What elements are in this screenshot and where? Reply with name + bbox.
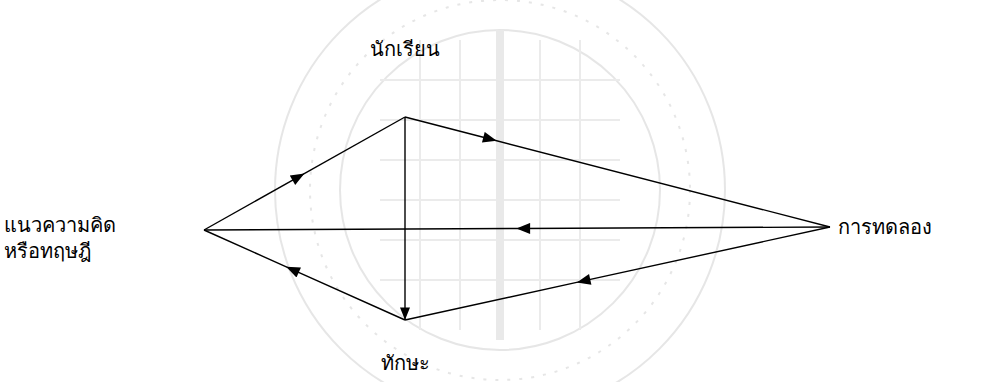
vertex-label: การทดลอง — [838, 214, 932, 240]
vertex-text: การทดลอง — [838, 214, 932, 240]
arrow-connector — [204, 117, 405, 230]
vertex-label: แนวความคิด หรือทฤษฎี — [4, 212, 154, 264]
vertex-text: แนวความคิด หรือทฤษฎี — [4, 212, 154, 264]
vertex-text: นักเรียน — [370, 36, 440, 62]
arrow-connector — [405, 117, 830, 227]
arrow-connector — [404, 117, 405, 320]
seal-inner-ring — [340, 30, 660, 350]
vertex-label: นักเรียน — [370, 36, 440, 62]
vertex-label: ทักษะ — [381, 350, 430, 376]
seal-outline — [275, 0, 725, 382]
vertex-text: ทักษะ — [381, 350, 430, 376]
arrow-connector — [405, 227, 830, 320]
seal-dots — [310, 0, 690, 380]
seal-ring — [275, 0, 725, 382]
arrow-connector — [204, 227, 830, 230]
arrow-connector — [204, 230, 405, 320]
seal-pillar — [496, 30, 504, 340]
